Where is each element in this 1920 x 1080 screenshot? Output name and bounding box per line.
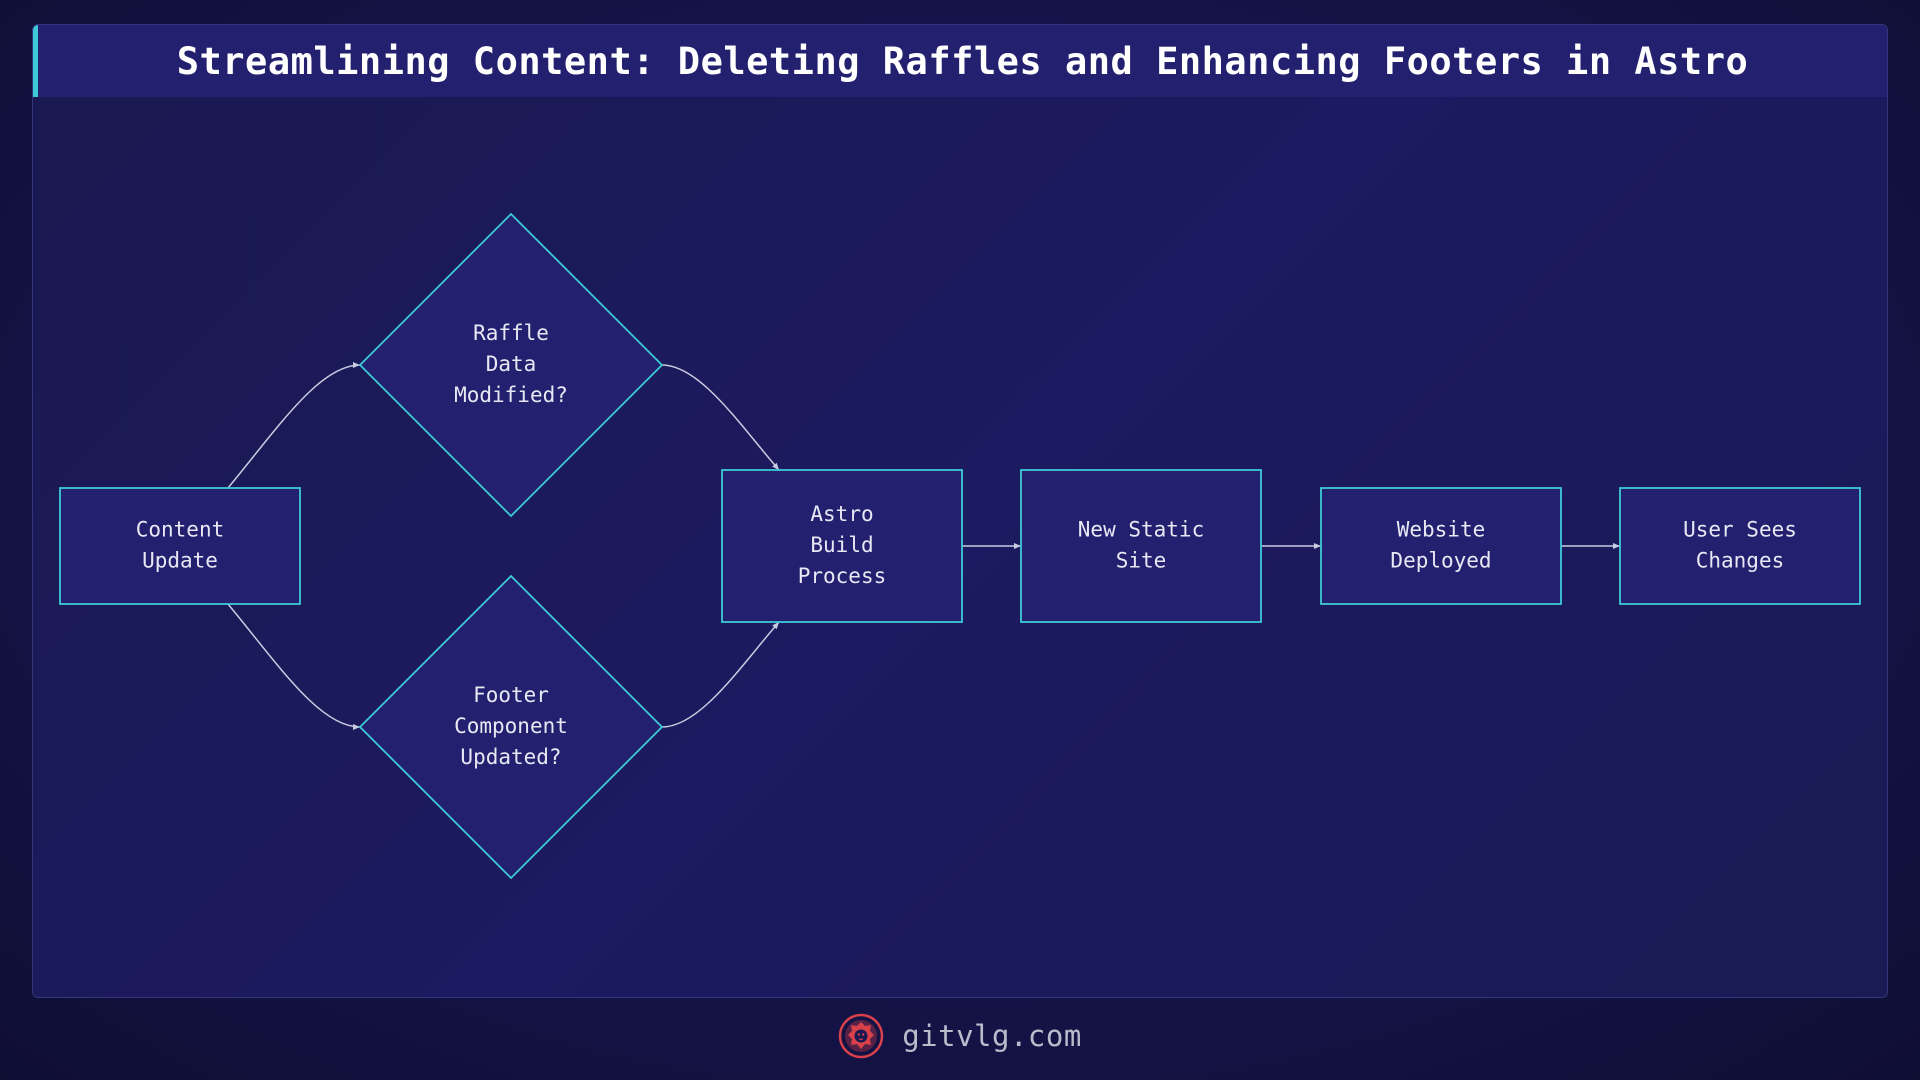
edge-footer-component-to-astro-build: [661, 621, 780, 728]
node-raffle-data-label-line-3: Modified?: [454, 383, 568, 407]
node-new-static-site-label-line-2: Site: [1116, 549, 1167, 573]
node-user-sees-changes-label-line-1: User Sees: [1683, 518, 1797, 542]
lion-logo-icon: [838, 1013, 884, 1059]
node-user-sees-changes-label-line-2: Changes: [1696, 549, 1785, 573]
node-new-static-site-label-line-1: New Static: [1078, 518, 1204, 542]
node-raffle-data-label-line-1: Raffle: [473, 321, 549, 345]
nodes-layer: ContentUpdateRaffleDataModified?FooterCo…: [59, 212, 1861, 880]
node-astro-build-label-line-1: Astro: [810, 502, 873, 526]
node-footer-component-label-line-2: Component: [454, 714, 568, 738]
node-footer-component-label-line-1: Footer: [473, 683, 549, 707]
node-content-update-label-line-1: Content: [136, 518, 225, 542]
node-astro-build-box: [721, 469, 963, 623]
node-footer-component-label-line-3: Updated?: [460, 745, 561, 769]
edge-raffle-data-to-astro-build: [661, 364, 780, 471]
edges-layer: [227, 362, 1620, 730]
diagram-panel: Streamlining Content: Deleting Raffles a…: [32, 24, 1888, 998]
node-raffle-data-label-line-2: Data: [486, 352, 537, 376]
node-content-update-label-line-2: Update: [142, 549, 218, 573]
page-title: Streamlining Content: Deleting Raffles a…: [176, 39, 1749, 83]
node-astro-build-label-line-3: Process: [798, 564, 887, 588]
node-raffle-data-diamond: [358, 212, 664, 518]
edge-content-update-to-raffle-data: [227, 362, 361, 489]
footer: gitvlg.com: [0, 1008, 1920, 1064]
node-footer-component-diamond: [358, 574, 664, 880]
title-bar: Streamlining Content: Deleting Raffles a…: [33, 25, 1887, 97]
edge-content-update-to-footer-component: [227, 603, 361, 730]
node-new-static-site-box: [1020, 469, 1262, 623]
node-astro-build-label-line-2: Build: [810, 533, 873, 557]
footer-site-link[interactable]: gitvlg.com: [902, 1019, 1082, 1053]
node-user-sees-changes-box: [1619, 487, 1861, 605]
node-website-deployed-label-line-2: Deployed: [1390, 549, 1491, 573]
node-website-deployed-label-line-1: Website: [1397, 518, 1486, 542]
node-website-deployed-box: [1320, 487, 1562, 605]
node-content-update-box: [59, 487, 301, 605]
